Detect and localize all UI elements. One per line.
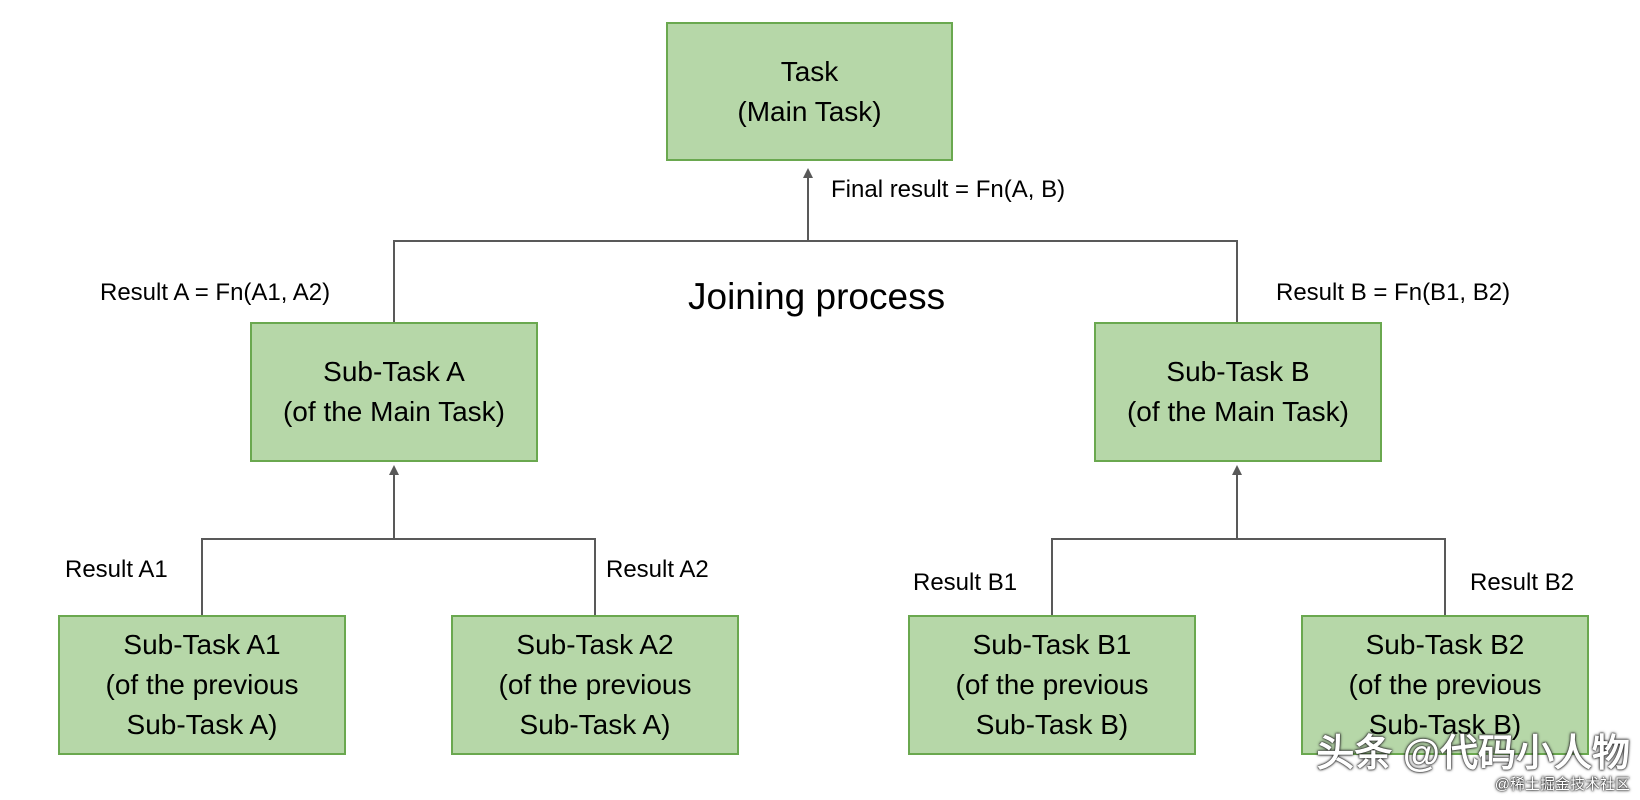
final-result-label: Final result = Fn(A, B) (831, 176, 1066, 203)
sub-task-a1-line2: (of the previous (105, 669, 299, 700)
sub-task-b-subtitle: (of the Main Task) (1126, 396, 1350, 427)
sub-task-b-box: Sub-Task B (of the Main Task) (1094, 322, 1382, 462)
watermark: 头条 @代码小人物 @稀土掘金技术社区 (1316, 732, 1630, 794)
result-a-label: Result A = Fn(A1, A2) (100, 279, 331, 306)
result-a2-label: Result A2 (606, 556, 709, 583)
sub-task-a-title: Sub-Task A (323, 356, 465, 387)
sub-task-a1-line3: Sub-Task A) (126, 709, 278, 740)
join-line-a1-a2 (201, 538, 596, 615)
sub-task-b1-title: Sub-Task B1 (972, 629, 1132, 660)
sub-task-b2-title: Sub-Task B2 (1365, 629, 1525, 660)
sub-task-a2-box: Sub-Task A2 (of the previous Sub-Task A) (451, 615, 739, 755)
sub-task-a2-line3: Sub-Task A) (519, 709, 671, 740)
main-task-title: Task (780, 55, 839, 87)
sub-task-b-title: Sub-Task B (1166, 356, 1310, 387)
sub-task-a-box: Sub-Task A (of the Main Task) (250, 322, 538, 462)
sub-task-a2-title: Sub-Task A2 (516, 629, 674, 660)
sub-task-b2-line3: Sub-Task B) (1368, 709, 1522, 740)
sub-task-b1-line2: (of the previous (955, 669, 1149, 700)
watermark-main: 头条 @代码小人物 (1316, 733, 1630, 775)
sub-task-b2-line2: (of the previous (1348, 669, 1542, 700)
watermark-sub: @稀土掘金技术社区 (1494, 776, 1630, 793)
sub-task-a-subtitle: (of the Main Task) (282, 396, 506, 427)
sub-task-b1-box: Sub-Task B1 (of the previous Sub-Task B) (908, 615, 1196, 755)
sub-task-b2-box: Sub-Task B2 (of the previous Sub-Task B) (1301, 615, 1589, 755)
result-b1-label: Result B1 (913, 569, 1018, 596)
sub-task-a2-line2: (of the previous (498, 669, 692, 700)
join-line-b1-b2 (1051, 538, 1446, 615)
result-b2-label: Result B2 (1470, 569, 1575, 596)
joining-process-label: Joining process (688, 276, 946, 317)
main-task-subtitle: (Main Task) (737, 95, 882, 127)
result-b-label: Result B = Fn(B1, B2) (1276, 279, 1511, 306)
sub-task-a1-title: Sub-Task A1 (123, 629, 281, 660)
sub-task-b1-line3: Sub-Task B) (975, 709, 1129, 740)
result-a1-label: Result A1 (65, 556, 168, 583)
sub-task-a1-box: Sub-Task A1 (of the previous Sub-Task A) (58, 615, 346, 755)
join-line-a-b (393, 240, 1238, 322)
main-task-box: Task (Main Task) (666, 22, 953, 161)
